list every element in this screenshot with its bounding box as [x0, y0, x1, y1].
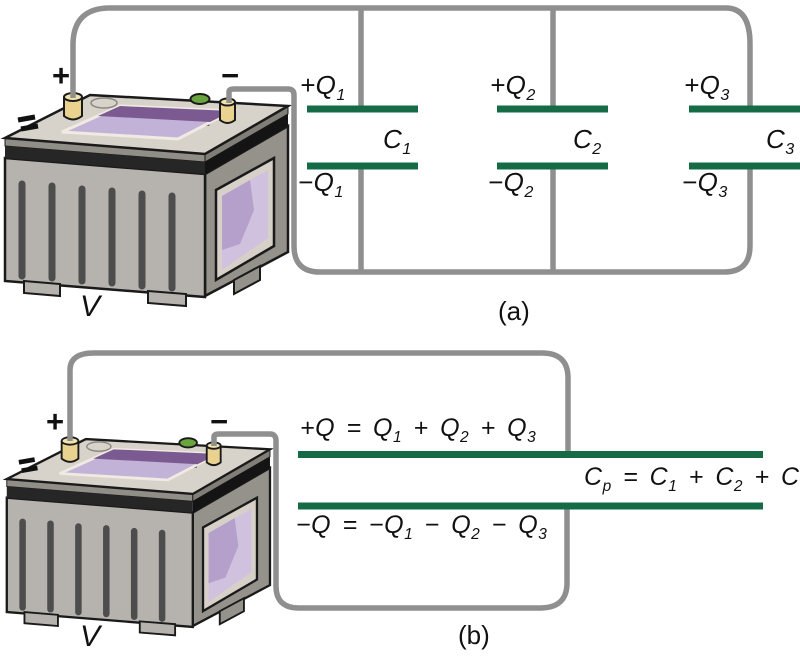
- c1-charge-negative-label: −Q1: [298, 167, 344, 202]
- battery-b-voltage-label: V: [80, 620, 101, 653]
- c1-name-label: C1: [383, 124, 412, 159]
- wire-b-negative: [211, 431, 570, 611]
- battery-a-minus-label: −: [221, 58, 240, 93]
- battery-a-voltage-label: V: [80, 290, 101, 323]
- wire-a-positive-bus: [70, 5, 753, 110]
- wire-a-negative-bus: [226, 86, 753, 275]
- c1-charge-positive-label: +Q1: [300, 70, 346, 105]
- capacitor-c1-plate-top: [307, 105, 418, 113]
- equation-total-negative-charge: −Q = −Q1 − Q2 − Q3: [296, 511, 548, 543]
- battery-b-plus-label: +: [46, 404, 65, 439]
- battery-illustration-b: [7, 437, 270, 635]
- capacitor-c3-plate-bottom: [689, 162, 800, 170]
- capacitor-cp-plate-top: [298, 451, 763, 458]
- c3-name-label: C3: [766, 124, 795, 159]
- equation-parallel-capacitance: Cp = C1 + C2 + C3: [584, 463, 800, 495]
- capacitor-c2-plate-top: [497, 105, 608, 113]
- capacitor-c3-plate-top: [689, 105, 800, 113]
- battery-a-plus-label: +: [52, 58, 71, 93]
- figure-a-caption: (a): [498, 296, 530, 326]
- equation-total-positive-charge: +Q = Q1 + Q2 + Q3: [300, 414, 537, 446]
- c2-charge-positive-label: +Q2: [490, 70, 536, 105]
- battery-b-minus-label: −: [210, 404, 229, 439]
- figure-b-caption: (b): [458, 620, 490, 650]
- wire-b-positive: [67, 350, 571, 453]
- c3-charge-negative-label: −Q3: [682, 167, 728, 202]
- c2-charge-negative-label: −Q2: [488, 167, 534, 202]
- c3-charge-positive-label: +Q3: [684, 70, 730, 105]
- capacitor-c2-plate-bottom: [497, 162, 608, 170]
- c2-name-label: C2: [573, 124, 602, 159]
- capacitor-cp-plate-bottom: [298, 502, 763, 510]
- battery-illustration-a: [5, 93, 288, 306]
- capacitor-c1-plate-bottom: [307, 162, 418, 170]
